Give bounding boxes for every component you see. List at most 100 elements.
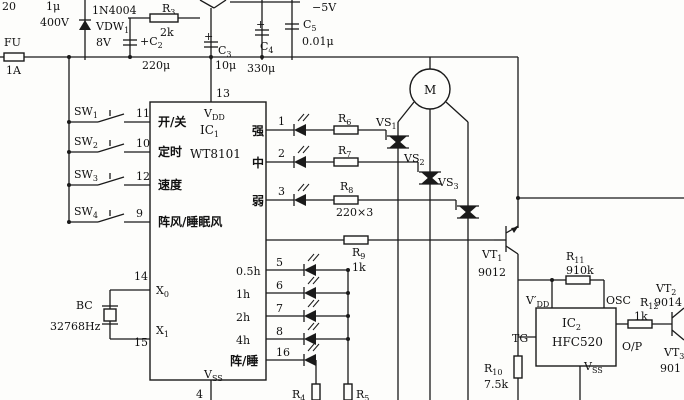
svg-text:V′DD: V′DD bbox=[525, 294, 549, 309]
svg-text:+: + bbox=[204, 30, 213, 43]
vt2-model: 9014 bbox=[654, 296, 682, 309]
switch-2-label: SW bbox=[74, 135, 94, 148]
label-20: 20 bbox=[2, 0, 16, 13]
ic2-tg: TG bbox=[512, 332, 528, 345]
c3-value: 10μ bbox=[215, 59, 236, 72]
switch-2-pin: 10 bbox=[136, 137, 150, 150]
svg-text:+: + bbox=[256, 18, 265, 31]
svg-text:R11: R11 bbox=[566, 250, 584, 265]
svg-text:VS3: VS3 bbox=[437, 176, 459, 191]
svg-text:VDD: VDD bbox=[203, 107, 225, 122]
c2-sub: 2 bbox=[158, 41, 163, 50]
speed-resistor-3 bbox=[333, 195, 359, 205]
speed-func-1: 强 bbox=[252, 124, 264, 138]
diode-model: 1N4004 bbox=[92, 4, 137, 17]
c2-label: C bbox=[149, 35, 157, 48]
vdw-voltage: 8V bbox=[96, 36, 112, 49]
svg-text:IC2: IC2 bbox=[562, 316, 581, 332]
speed-r-2-sub: 7 bbox=[346, 150, 351, 159]
speed-led-1-ray bbox=[297, 113, 305, 122]
timer-func-2: 1h bbox=[236, 288, 250, 301]
ic1-pin15: 15 bbox=[134, 336, 148, 349]
neg5v-label: −5V bbox=[312, 1, 337, 14]
r5-sub: 5 bbox=[364, 394, 369, 400]
svg-text:SW4: SW4 bbox=[74, 205, 98, 220]
vs1-sub: 1 bbox=[391, 122, 396, 131]
speed-r-2-label: R bbox=[338, 144, 347, 157]
svg-text:C4: C4 bbox=[260, 40, 274, 55]
switch-4-sub: 4 bbox=[93, 211, 98, 220]
speed-r-1-label: R bbox=[338, 112, 347, 125]
speed-led-1 bbox=[294, 124, 306, 136]
r11-value: 910k bbox=[566, 264, 594, 277]
ic1-func-2: 定时 bbox=[158, 144, 182, 159]
timer-pin-2: 6 bbox=[276, 279, 283, 292]
ic1-x1-sub: 1 bbox=[164, 330, 169, 339]
svg-text:VSS: VSS bbox=[203, 368, 223, 383]
top-transistor-lead bbox=[199, 0, 215, 9]
switch-4-contact[interactable] bbox=[97, 213, 125, 223]
speed-r-1-sub: 6 bbox=[346, 118, 351, 127]
r11-resistor bbox=[565, 275, 591, 285]
speed-resistor-1 bbox=[333, 125, 359, 135]
vs1-label: VS bbox=[375, 116, 391, 129]
r8-value: 220×3 bbox=[336, 206, 373, 219]
speed-led-3 bbox=[294, 194, 306, 206]
svg-text:IC1: IC1 bbox=[200, 123, 219, 139]
switch-3-contact[interactable] bbox=[97, 176, 125, 186]
switch-1-pin: 11 bbox=[136, 107, 150, 120]
ic1-vss: V bbox=[203, 368, 213, 381]
speed-func-2: 中 bbox=[252, 155, 264, 170]
r11-sub: 11 bbox=[574, 256, 584, 265]
timer-led-1 bbox=[304, 264, 316, 276]
c2-value: 220μ bbox=[142, 59, 170, 72]
ic2-name-sub: 2 bbox=[576, 323, 581, 332]
top-strip: 20 1μ 400V 1N4004 VDW1 8V R3 2k +C2 220μ… bbox=[0, 0, 518, 77]
switch-2-contact[interactable] bbox=[97, 143, 125, 153]
ic2-vdd-sub: DD bbox=[536, 300, 549, 309]
switch-3-label: SW bbox=[74, 168, 94, 181]
r3-value: 2k bbox=[160, 26, 174, 39]
switch-1-sub: 1 bbox=[93, 111, 98, 120]
vt1-emitter-arrow bbox=[511, 227, 518, 233]
r9-sub: 9 bbox=[360, 252, 365, 261]
r5-label: R bbox=[356, 388, 365, 400]
sensor-section: VT1 9012 R11 910k V′DD OSC IC2 HFC520 TG… bbox=[478, 57, 684, 400]
svg-text:VS1: VS1 bbox=[375, 116, 397, 131]
ic1-name: IC bbox=[200, 123, 214, 137]
ic2-vss-sub: SS bbox=[592, 366, 603, 375]
speed-led-3-ray bbox=[297, 183, 305, 192]
vt3-sub: 3 bbox=[679, 352, 684, 361]
ic2-osc: OSC bbox=[606, 294, 631, 307]
speed-led-2-ray bbox=[297, 145, 305, 154]
svg-text:R4: R4 bbox=[292, 388, 305, 400]
vdw-sub: 1 bbox=[124, 26, 129, 35]
switch-3-sub: 3 bbox=[93, 174, 98, 183]
ic1-x0-sub: 0 bbox=[164, 290, 169, 299]
fuse-rating: 1A bbox=[6, 64, 22, 77]
switch-3-pin: 12 bbox=[136, 170, 150, 183]
zener-diode-symbol bbox=[79, 20, 91, 30]
timer-led-1-ray bbox=[307, 253, 315, 262]
ic1-vdd: V bbox=[203, 107, 213, 120]
switch-4-pin: 9 bbox=[136, 207, 143, 220]
motor-triac-group: M VS1 VS2 VS3 bbox=[375, 57, 479, 400]
vs2-label: VS bbox=[403, 152, 419, 165]
svg-text:X1: X1 bbox=[156, 324, 169, 339]
ic1-pin4: 4 bbox=[196, 388, 203, 400]
crystal-group: BC 32768Hz 14 15 X0 X1 bbox=[50, 270, 169, 349]
timer-led-3 bbox=[304, 310, 316, 322]
fuse bbox=[3, 52, 25, 62]
r10-resistor bbox=[513, 355, 523, 379]
speed-pin-2: 2 bbox=[278, 147, 285, 160]
c4-value: 330μ bbox=[247, 62, 275, 75]
svg-text:R10: R10 bbox=[484, 362, 502, 377]
vt2-label: VT bbox=[655, 282, 672, 295]
timer-pin-1: 5 bbox=[276, 256, 283, 269]
switch-2-sub: 2 bbox=[93, 141, 98, 150]
svg-text:R9: R9 bbox=[352, 246, 365, 261]
crystal-body bbox=[103, 308, 117, 322]
crystal-freq: 32768Hz bbox=[50, 320, 101, 333]
r5-resistor bbox=[343, 383, 353, 400]
switch-1-contact[interactable] bbox=[97, 113, 125, 123]
